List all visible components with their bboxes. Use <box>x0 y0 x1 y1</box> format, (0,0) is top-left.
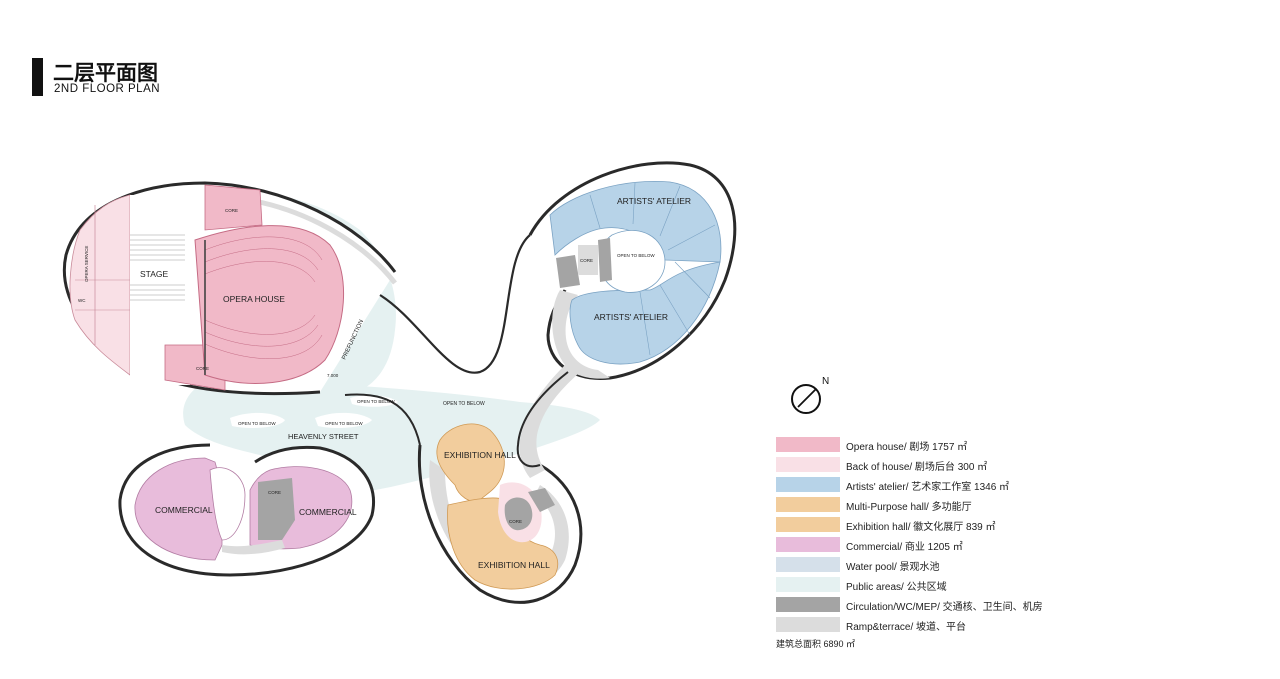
legend-swatch <box>776 557 840 572</box>
exhibition-building <box>417 423 583 604</box>
label-opera-service: OPERA SERVICE <box>84 246 89 282</box>
commercial-core <box>258 478 295 540</box>
legend-label: Public areas/ 公共区域 <box>846 582 947 593</box>
legend-item-waterpool: Water pool/ 景观水池 <box>776 556 1196 573</box>
title-marker-bar <box>32 58 43 96</box>
upper-walkway-wall <box>344 393 421 446</box>
legend-total-area: 建筑总面积 6890 ㎡ <box>776 639 856 649</box>
exhibition-right-core <box>528 488 555 512</box>
label-exhibition-lower: EXHIBITION HALL <box>478 560 550 570</box>
label-level: 7.000 <box>327 373 339 378</box>
legend-label: Exhibition hall/ 徽文化展厅 839 ㎡ <box>846 522 996 533</box>
label-open-to-below-2: OPEN TO BELOW <box>325 421 363 426</box>
exhibition-upper-hall <box>436 423 505 502</box>
legend-item-circulation: Circulation/WC/MEP/ 交通核、卫生间、机房 <box>776 596 1196 613</box>
label-open-to-below-center: OPEN TO BELOW <box>443 401 485 407</box>
label-atelier-upper: ARTISTS' ATELIER <box>617 196 691 206</box>
legend-label: Opera house/ 剧场 1757 ㎡ <box>846 442 968 453</box>
legend-label: Circulation/WC/MEP/ 交通核、卫生间、机房 <box>846 602 1043 613</box>
label-commercial-west: COMMERCIAL <box>155 505 213 515</box>
legend-label: Water pool/ 景观水池 <box>846 562 940 573</box>
atelier-ramp <box>552 290 610 379</box>
legend-swatch <box>776 437 840 452</box>
legend-swatch <box>776 457 840 472</box>
opera-house-building <box>62 181 397 396</box>
opera-upper-core <box>204 184 263 231</box>
title-english: 2ND FLOOR PLAN <box>54 83 161 95</box>
legend-label: Multi-Purpose hall/ 多功能厅 <box>846 502 972 513</box>
legend-swatch <box>776 477 840 492</box>
title-chinese: 二层平面图 <box>53 61 158 85</box>
legend-swatch <box>776 577 840 592</box>
label-opera-core-lower: CORE <box>196 366 209 371</box>
connecting-ramp <box>519 365 580 478</box>
exhibition-core <box>504 497 533 531</box>
exhibition-outer-wall <box>417 444 583 604</box>
label-commercial-east: COMMERCIAL <box>299 507 357 517</box>
legend-swatch <box>776 597 840 612</box>
legend-swatch <box>776 517 840 532</box>
label-atelier-lower: ARTISTS' ATELIER <box>594 312 668 322</box>
legend-item-ramp: Ramp&terrace/ 坡道、平台 <box>776 616 1196 633</box>
label-opera-house: OPERA HOUSE <box>223 294 285 304</box>
label-atelier-open: OPEN TO BELOW <box>617 253 655 258</box>
commercial-building <box>118 443 375 577</box>
legend-label: Commercial/ 商业 1205 ㎡ <box>846 542 963 553</box>
label-open-to-below-1: OPEN TO BELOW <box>238 421 276 426</box>
legend-swatch <box>776 497 840 512</box>
label-stage: STAGE <box>140 269 169 279</box>
legend-label: Artists' atelier/ 艺术家工作室 1346 ㎡ <box>846 482 1010 493</box>
open-to-below-1 <box>230 412 285 428</box>
legend-item-artists: Artists' atelier/ 艺术家工作室 1346 ㎡ <box>776 476 1196 493</box>
legend-item-multipurpose: Multi-Purpose hall/ 多功能厅 <box>776 496 1196 513</box>
label-opera-core-upper: CORE <box>225 208 238 213</box>
atelier-partitions <box>589 182 716 356</box>
label-exhibition-upper: EXHIBITION HALL <box>444 450 516 460</box>
legend-swatch <box>776 537 840 552</box>
back-of-house-area <box>69 194 131 376</box>
north-arrow-icon: N <box>791 376 829 414</box>
artists-atelier-building <box>528 161 737 380</box>
commercial-lower-ramp <box>222 540 285 555</box>
legend-item-exhibition: Exhibition hall/ 徽文化展厅 839 ㎡ <box>776 516 1196 533</box>
label-exhibition-core: CORE <box>509 519 522 524</box>
legend-item-opera: Opera house/ 剧场 1757 ㎡ <box>776 436 1196 453</box>
label-commercial-core: CORE <box>268 490 281 495</box>
legend-label: Back of house/ 剧场后台 300 ㎡ <box>846 462 988 473</box>
legend-label: Ramp&terrace/ 坡道、平台 <box>846 622 967 633</box>
legend-swatch <box>776 617 840 632</box>
connector-wall <box>379 234 531 374</box>
opera-auditorium <box>194 225 345 384</box>
label-open-to-below-3: OPEN TO BELOW <box>357 399 395 404</box>
legend-item-back-of-house: Back of house/ 剧场后台 300 ㎡ <box>776 456 1196 473</box>
label-wc: WC <box>78 298 86 303</box>
commercial-atrium <box>209 467 246 541</box>
label-heavenly-street: HEAVENLY STREET <box>288 432 359 441</box>
legend-item-commercial: Commercial/ 商业 1205 ㎡ <box>776 536 1196 553</box>
atelier-core <box>556 238 612 288</box>
connecting-ramp-wall <box>516 371 569 468</box>
atelier-outer-wall <box>528 161 737 380</box>
compass-north-label: N <box>822 376 829 387</box>
atelier-upper-studio <box>549 181 722 263</box>
legend-item-public: Public areas/ 公共区域 <box>776 576 1196 593</box>
label-atelier-core: CORE <box>580 258 593 263</box>
open-to-below-3 <box>350 395 398 407</box>
stage-steps <box>130 234 185 301</box>
open-to-below-2 <box>315 412 372 428</box>
